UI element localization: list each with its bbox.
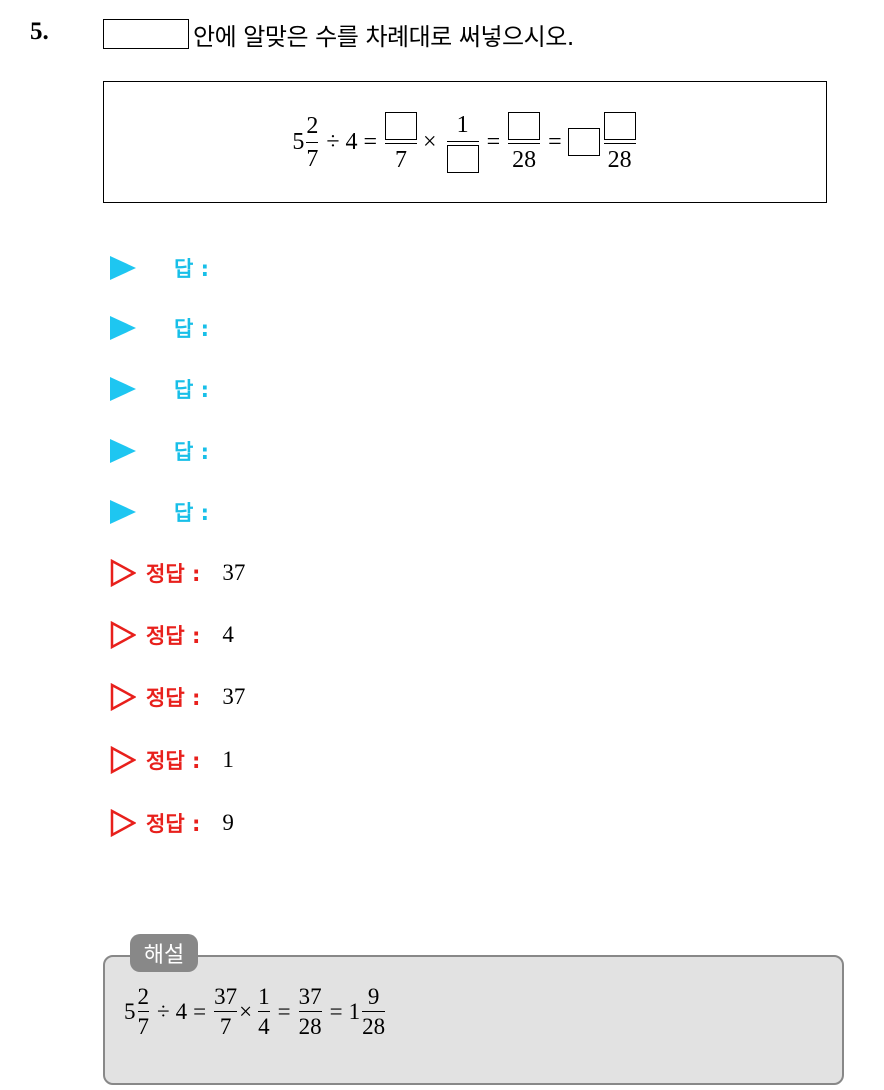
answer-key-5: 정답 : 9 bbox=[110, 806, 234, 840]
answer-key-value: 9 bbox=[222, 810, 234, 835]
solution-box bbox=[103, 955, 844, 1085]
fraction-blank-over-28: 28 bbox=[508, 111, 541, 173]
denominator: 28 bbox=[607, 146, 632, 173]
fraction-2-7: 2 7 bbox=[306, 112, 319, 172]
play-icon bbox=[110, 256, 136, 280]
answer-label: 답 : bbox=[174, 501, 210, 525]
answer-blank-1[interactable] bbox=[385, 111, 418, 140]
equals-sign: = bbox=[193, 998, 207, 1024]
denominator: 7 bbox=[306, 145, 319, 172]
divide-sign: ÷ bbox=[157, 998, 170, 1024]
answer-key-label: 정답 : bbox=[146, 686, 201, 710]
answer-key-value: 37 bbox=[222, 684, 246, 709]
answer-key-value: 37 bbox=[222, 560, 246, 585]
answer-blank-2[interactable] bbox=[446, 144, 479, 173]
equals-sign: = bbox=[486, 128, 501, 155]
outline-triangle-icon bbox=[110, 746, 136, 774]
times-sign: × bbox=[423, 128, 437, 155]
answer-label: 답 : bbox=[174, 257, 210, 281]
answer-key-value: 1 bbox=[222, 747, 234, 772]
outline-triangle-icon bbox=[110, 621, 136, 649]
answer-label: 답 : bbox=[174, 440, 210, 464]
fraction: 9 28 bbox=[362, 984, 386, 1039]
solution-tab: 해설 bbox=[130, 934, 198, 972]
fraction: 37 7 bbox=[214, 984, 238, 1039]
fraction: 37 28 bbox=[298, 984, 322, 1039]
answer-blank-5[interactable] bbox=[603, 111, 636, 140]
answer-prompt-2[interactable]: 답 : bbox=[110, 313, 209, 343]
numerator: 2 bbox=[306, 112, 319, 139]
fraction-blank-over-28: 28 bbox=[603, 111, 636, 173]
fraction: 1 4 bbox=[258, 984, 270, 1039]
answer-label: 답 : bbox=[174, 317, 210, 341]
fraction-1-over-blank: 1 bbox=[446, 111, 479, 173]
fraction: 2 7 bbox=[137, 984, 149, 1039]
divide-sign: ÷ bbox=[326, 128, 340, 155]
answer-prompt-5[interactable]: 답 : bbox=[110, 497, 209, 527]
numerator: 1 bbox=[456, 111, 469, 138]
equals-sign: = bbox=[277, 998, 291, 1024]
answer-key-3: 정답 : 37 bbox=[110, 680, 245, 714]
times-sign: × bbox=[239, 998, 253, 1024]
denominator: 7 bbox=[395, 146, 408, 173]
play-icon bbox=[110, 316, 136, 340]
solution-equation: 5 2 7 ÷ 4 = 37 7 × 1 4 = 37 28 = 1 9 28 bbox=[124, 985, 387, 1038]
mixed-whole: 1 bbox=[348, 998, 361, 1024]
answer-key-value: 4 bbox=[222, 622, 234, 647]
answer-key-4: 정답 : 1 bbox=[110, 743, 234, 777]
answer-blank-4[interactable] bbox=[567, 128, 600, 156]
answer-blank-3[interactable] bbox=[508, 111, 541, 140]
answer-prompt-4[interactable]: 답 : bbox=[110, 436, 209, 466]
question-number: 5. bbox=[30, 18, 49, 45]
answer-key-1: 정답 : 37 bbox=[110, 556, 245, 590]
equals-sign: = bbox=[329, 998, 343, 1024]
divisor: 4 bbox=[175, 998, 188, 1024]
equation: 5 2 7 ÷ 4 = 7 × 1 = 28 = 28 bbox=[104, 82, 826, 202]
answer-key-label: 정답 : bbox=[146, 812, 201, 836]
answer-label: 답 : bbox=[174, 378, 210, 402]
mixed-whole: 5 bbox=[292, 128, 305, 155]
equals-sign: = bbox=[548, 128, 562, 155]
instruction-text: 안에 알맞은 수를 차례대로 써넣으시오. bbox=[193, 22, 574, 51]
equals-sign: = bbox=[363, 128, 378, 155]
fraction-blank-over-7: 7 bbox=[385, 111, 418, 173]
divisor: 4 bbox=[345, 128, 358, 155]
answer-prompt-3[interactable]: 답 : bbox=[110, 374, 209, 404]
answer-key-label: 정답 : bbox=[146, 749, 201, 773]
question-instruction: 안에 알맞은 수를 차례대로 써넣으시오. bbox=[103, 18, 574, 51]
answer-key-label: 정답 : bbox=[146, 624, 201, 648]
play-icon bbox=[110, 377, 136, 401]
outline-triangle-icon bbox=[110, 559, 136, 587]
answer-key-label: 정답 : bbox=[146, 562, 201, 586]
play-icon bbox=[110, 439, 136, 463]
mixed-whole: 5 bbox=[124, 998, 136, 1024]
denominator: 28 bbox=[512, 146, 537, 173]
outline-triangle-icon bbox=[110, 809, 136, 837]
answer-key-2: 정답 : 4 bbox=[110, 618, 234, 652]
outline-triangle-icon bbox=[110, 683, 136, 711]
answer-prompt-1[interactable]: 답 : bbox=[110, 253, 209, 283]
equation-box: 5 2 7 ÷ 4 = 7 × 1 = 28 = 28 bbox=[103, 81, 827, 203]
blank-box bbox=[103, 19, 189, 49]
play-icon bbox=[110, 500, 136, 524]
